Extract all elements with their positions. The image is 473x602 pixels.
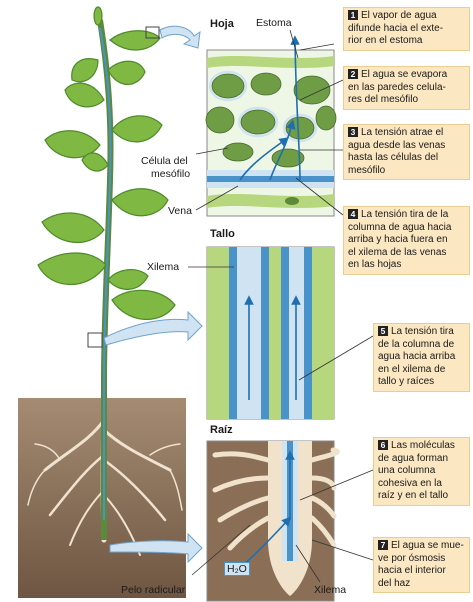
section-title-stem: Tallo (210, 228, 235, 240)
label-mesophyll-cell-line2: mesófilo (151, 168, 190, 180)
step-6-line-2: de agua forman (378, 453, 448, 464)
leaf-panel (206, 40, 336, 216)
step-4-line-4: el xilema de las venas (348, 247, 446, 258)
step-4-line-1: La tensión tira de la (361, 209, 448, 220)
step-5-line-4: en el xilema de (378, 364, 445, 375)
label-root-hair: Pelo radicular (121, 584, 185, 596)
step-number-4: 4 (348, 209, 358, 219)
step-number-2: 2 (348, 69, 358, 79)
step-number-1: 1 (348, 10, 358, 20)
step-1-line-3: rior en el estoma (348, 35, 422, 46)
step-6-line-4: cohesiva en la (378, 478, 442, 489)
section-title-leaf: Hoja (210, 18, 234, 30)
step-5-line-2: de la columna de (378, 339, 454, 350)
label-mesophyll-cell-line1: Célula del (141, 155, 188, 167)
step-5-line-1: La tensión tira (391, 326, 454, 337)
step-3-line-1: La tensión atrae el (361, 127, 443, 138)
stem-zoom-marker (88, 333, 102, 347)
step-number-5: 5 (378, 326, 388, 336)
step-1-line-1: El vapor de agua (361, 10, 437, 21)
step-6-line-1: Las moléculas (391, 440, 455, 451)
section-title-root: Raíz (210, 424, 233, 436)
step-5-line-3: agua hacia arriba (378, 351, 455, 362)
step-number-3: 3 (348, 127, 358, 137)
label-xylem-root: Xilema (314, 584, 346, 596)
label-vein: Vena (168, 205, 192, 217)
step-4-line-5: en las hojas (348, 259, 401, 270)
step-2-line-2: en las paredes celula- (348, 82, 446, 93)
label-water: H₂O (224, 562, 250, 576)
step-7-line-1: El agua se mue- (391, 540, 464, 551)
label-stoma: Estoma (256, 17, 292, 29)
step-4-line-3: arriba y hacia fuera en (348, 234, 448, 245)
step-6-line-5: raíz y en el tallo (378, 490, 448, 501)
root-panel (207, 441, 337, 601)
step-1-line-2: difunde hacia el exte- (348, 23, 443, 34)
step-3-line-2: agua desde las venas (348, 140, 445, 151)
stem-panel (207, 247, 334, 419)
step-7-line-3: hacia el interior (378, 565, 446, 576)
step-2-line-1: El agua se evapora (361, 69, 447, 80)
label-xylem-stem: Xilema (147, 261, 179, 273)
step-2-line-3: res del mesófilo (348, 94, 418, 105)
step-7-line-2: ve por ósmosis (378, 553, 445, 564)
step-7-line-4: del haz (378, 578, 410, 589)
step-5-line-5: tallo y raíces (378, 376, 434, 387)
step-number-7: 7 (378, 540, 388, 550)
step-3-line-4: mesófilo (348, 165, 385, 176)
step-3-line-3: hasta las células del (348, 152, 438, 163)
step-number-6: 6 (378, 440, 388, 450)
step-6-line-3: una columna (378, 465, 435, 476)
step-4-line-2: columna de agua hacia (348, 222, 451, 233)
